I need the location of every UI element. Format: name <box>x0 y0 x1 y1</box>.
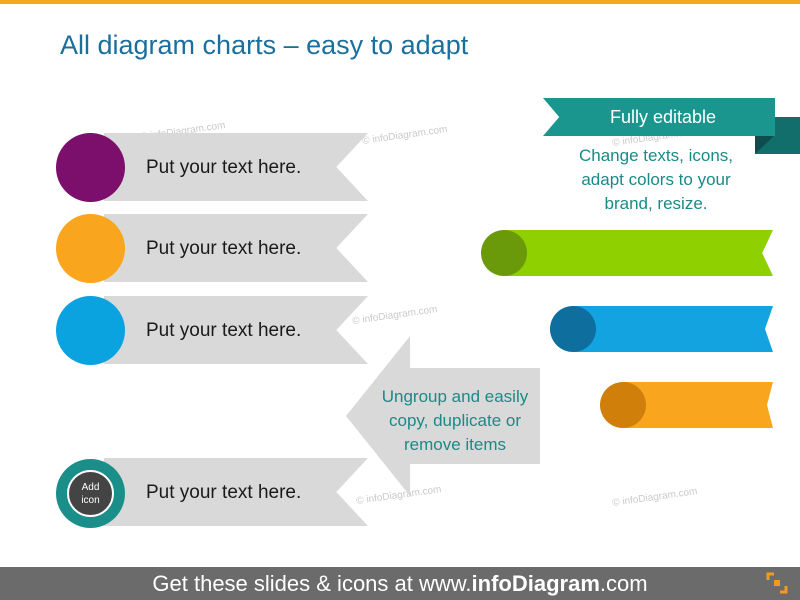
item-label[interactable]: Put your text here. <box>146 157 302 178</box>
add-icon-ring[interactable]: Add icon <box>56 459 125 528</box>
arrow-callout-text: Ungroup and easily copy, duplicate or re… <box>381 387 529 454</box>
watermark: © infoDiagram.com <box>351 304 439 327</box>
item-banner <box>104 458 368 526</box>
add-icon-line2: icon <box>81 494 100 506</box>
footer-text[interactable]: Get these slides & icons at www.infoDiag… <box>0 567 800 600</box>
blue-ribbon-cap <box>550 306 596 352</box>
blue-ribbon[interactable] <box>573 306 773 352</box>
orange-ribbon[interactable] <box>623 382 773 428</box>
item-banner <box>104 133 368 201</box>
watermark: © infoDiagram.com <box>611 486 699 509</box>
item-label[interactable]: Put your text here. <box>146 482 302 503</box>
fully-editable-label: Fully editable <box>609 107 717 127</box>
item-circle <box>56 214 125 283</box>
orange-ribbon-cap <box>600 382 646 428</box>
footer-brand: infoDiagram <box>471 571 600 596</box>
green-ribbon-cap <box>481 230 527 276</box>
item-label[interactable]: Put your text here. <box>146 320 302 341</box>
footer-bar: Get these slides & icons at www.infoDiag… <box>0 567 800 600</box>
watermark: © infoDiagram.com <box>361 124 449 147</box>
fully-editable-description: Change texts, icons, adapt colors to you… <box>578 146 734 213</box>
item-circle <box>56 296 125 365</box>
page-title: All diagram charts – easy to adapt <box>60 30 469 60</box>
watermark: © infoDiagram.com <box>355 484 443 507</box>
add-icon-line1: Add <box>81 481 100 493</box>
item-circle <box>56 133 125 202</box>
item-label[interactable]: Put your text here. <box>146 238 302 259</box>
green-ribbon[interactable] <box>503 230 773 276</box>
footer-suffix: .com <box>599 571 648 596</box>
item-banner <box>104 214 368 282</box>
fully-editable-ribbon <box>543 98 775 136</box>
footer-prefix: Get these slides & icons at www. <box>152 571 472 596</box>
top-accent-bar <box>0 0 800 4</box>
brand-logo-icon <box>766 572 788 594</box>
item-banner <box>104 296 368 364</box>
add-icon-placeholder[interactable]: Add icon <box>67 470 114 517</box>
